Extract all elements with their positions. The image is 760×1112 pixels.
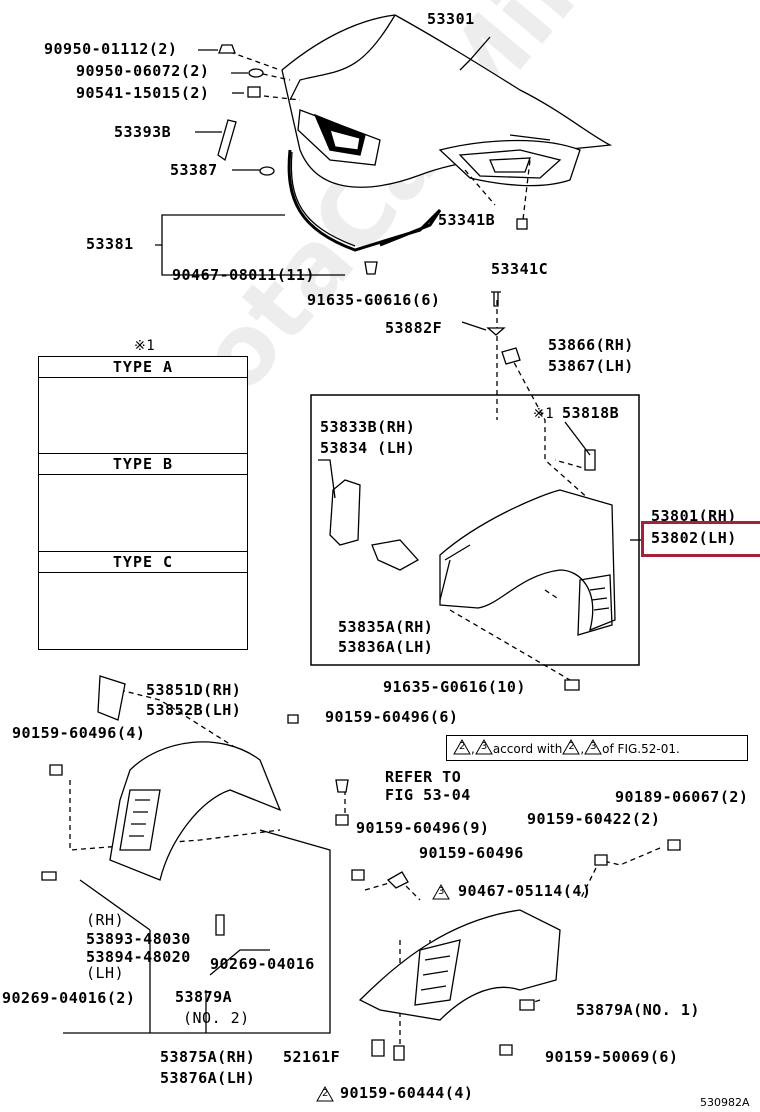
fender-marker: ※1 — [533, 406, 555, 422]
screw-069-label: 90159-50069(6) — [545, 1048, 679, 1066]
clip-016-label: 90269-04016 — [210, 955, 315, 973]
screw-9-label: 90159-60496(9) — [356, 819, 490, 837]
liner-lh-label: 53876A(LH) — [160, 1069, 256, 1087]
screw-top-label: 91635-G0616(6) — [307, 291, 441, 309]
accord-text-a: accord with — [492, 742, 563, 756]
brace-lh-label: 53834 (LH) — [320, 439, 416, 457]
stay-lh-label: 53836A(LH) — [338, 638, 434, 656]
rod-clip-label: 53387 — [170, 161, 218, 179]
seal-lh-label: 53852B(LH) — [146, 701, 242, 719]
fender-lh-label: 53802(LH) — [651, 529, 737, 547]
type-b-header: TYPE B — [39, 453, 247, 475]
refer-line-1: REFER TO — [385, 768, 462, 786]
bracket-rh-label: 53866(RH) — [548, 336, 634, 354]
bracket-lh-label: 53867(LH) — [548, 357, 634, 375]
clip-067-label: 90189-06067(2) — [615, 788, 749, 806]
bolts — [41, 679, 681, 1061]
triangle-3-icon: 3 — [474, 738, 493, 755]
fender-rh-label: 53801(RH) — [651, 509, 737, 522]
screw-r-label: 90159-60496 — [419, 844, 524, 862]
left-liner — [97, 675, 282, 881]
type-a-header: TYPE A — [39, 357, 247, 378]
screw-mid-label: 91635-G0616(10) — [383, 678, 526, 696]
seal-fender-label: 53882F — [385, 319, 443, 337]
screw-left-label: 90159-60496(4) — [12, 724, 146, 742]
liner-a1-label: 53879A(NO. 1) — [576, 1001, 700, 1019]
brace-rh-label: 53833B(RH) — [320, 418, 416, 436]
hood-drawing — [281, 14, 613, 188]
figure-code: 530982A — [700, 1096, 750, 1109]
clip-016b-label: 90269-04016(2) — [2, 989, 136, 1007]
part-894-label: 53894-48020 — [86, 948, 191, 966]
hood-label: 53301 — [427, 10, 475, 28]
screw-422-label: 90159-60422(2) — [527, 810, 661, 828]
liner-a-no-label: (NO. 2) — [183, 1009, 250, 1027]
bumper-c-label: 90541-15015(2) — [76, 84, 210, 102]
triangle-2c-icon: 2 — [316, 1085, 334, 1102]
clip-161-label: 52161F — [283, 1048, 341, 1066]
bumper-b-label: 90950-06072(2) — [76, 62, 210, 80]
clip-114-label: 90467-05114(4) — [458, 882, 592, 900]
liner-rh-label: 53875A(RH) — [160, 1048, 256, 1066]
seal-label: 53381 — [86, 235, 134, 253]
triangle-3b-icon: 3 — [584, 738, 603, 755]
lh-tag: (LH) — [86, 964, 125, 982]
triangle-2-icon: 2 — [453, 738, 471, 755]
type-marker: ※1 — [134, 338, 156, 354]
screw-444-label: 90159-60444(4) — [340, 1084, 474, 1102]
triangle-2b-icon: 2 — [562, 738, 581, 755]
rh-tag: (RH) — [86, 911, 125, 929]
right-liner — [358, 871, 561, 1021]
highlight-box — [641, 521, 760, 557]
stay-rh-label: 53835A(RH) — [338, 618, 434, 636]
insulator-label: 53341B — [438, 211, 496, 229]
bumper-a-label: 90950-01112(2) — [44, 40, 178, 58]
refer-line-2: FIG 53-04 — [385, 786, 471, 804]
accord-text-b: of FIG.52-01. — [602, 742, 680, 756]
fender-drawing — [329, 449, 616, 636]
insulator-clip-label: 53341C — [491, 260, 549, 278]
seal-clip-label: 90467-08011(11) — [172, 266, 315, 284]
triangle-3c-icon: 3 — [432, 883, 450, 900]
seal-rh-label: 53851D(RH) — [146, 681, 242, 699]
solid-leaders — [63, 36, 643, 1034]
type-c-header: TYPE C — [39, 551, 247, 573]
type-legend-box: TYPE A TYPE B TYPE C — [38, 356, 248, 650]
part-893-label: 53893-48030 — [86, 930, 191, 948]
protector-label: 53818B — [562, 404, 620, 422]
liner-a-label: 53879A — [175, 988, 233, 1006]
support-rod-label: 53393B — [114, 123, 172, 141]
screw-96-label: 90159-60496(6) — [325, 708, 459, 726]
